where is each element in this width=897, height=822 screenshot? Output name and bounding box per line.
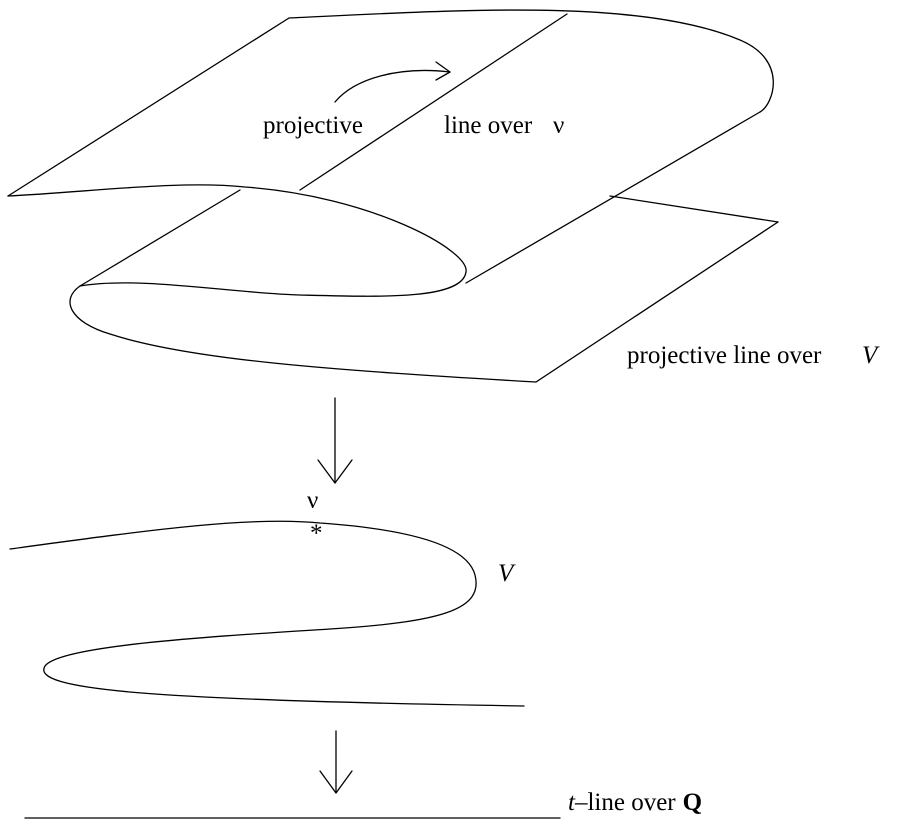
upper-plane-top-edge bbox=[288, 9, 774, 113]
base-label-Q: Q bbox=[683, 789, 702, 816]
lower-fold-loop bbox=[69, 285, 537, 383]
base-line-label: t–line over Q bbox=[568, 789, 702, 816]
curved-arrow bbox=[334, 69, 451, 103]
lower-plane-top-edge bbox=[609, 195, 779, 223]
point-marker-star: * bbox=[310, 520, 323, 547]
fold-crease-top bbox=[299, 13, 568, 191]
label-projective: projective bbox=[263, 112, 363, 139]
down-arrow-2 bbox=[319, 730, 353, 794]
curve-V bbox=[9, 520, 525, 707]
label-projective-line-over: projective line over bbox=[627, 342, 822, 369]
fold-crease-right bbox=[465, 111, 761, 284]
label-nu-top: ν bbox=[553, 112, 564, 139]
base-label-t: t bbox=[568, 789, 576, 816]
base-label-rest: –line over bbox=[574, 789, 676, 816]
lower-plane-right-edge bbox=[535, 221, 779, 383]
label-line-over: line over bbox=[444, 112, 533, 139]
upper-plane-left-edge bbox=[7, 17, 290, 197]
upper-plane-front-edge bbox=[7, 184, 467, 297]
down-arrow-1 bbox=[317, 397, 353, 484]
lower-fold-left-edge bbox=[79, 189, 241, 287]
curved-arrow-head bbox=[435, 61, 451, 81]
label-surface-V: V bbox=[862, 342, 880, 369]
label-curve-V: V bbox=[498, 560, 516, 587]
surface-sheet bbox=[7, 9, 779, 383]
label-point-nu: ν bbox=[307, 487, 318, 514]
